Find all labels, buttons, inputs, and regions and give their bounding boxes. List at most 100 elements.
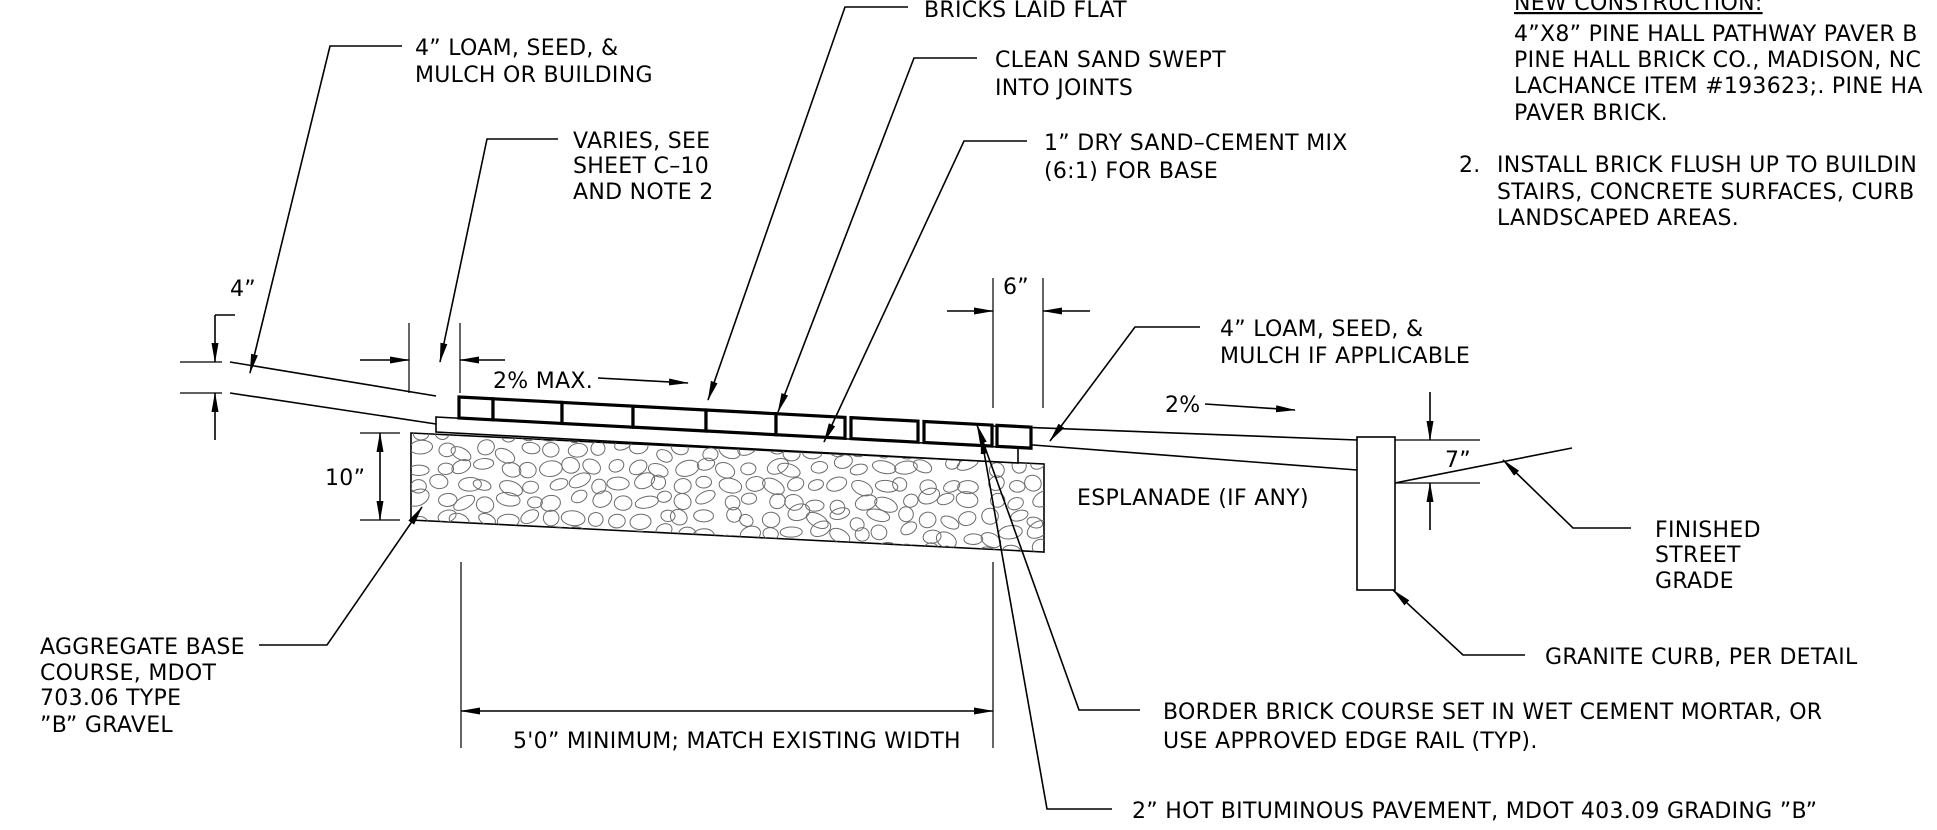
gravel-stone: [411, 439, 434, 455]
gravel-stone: [912, 459, 933, 474]
gravel-stone: [437, 462, 455, 476]
gravel-stone: [631, 545, 653, 552]
dimension-width: 5'0” MINIMUM; MATCH EXISTING WIDTH: [460, 562, 994, 754]
gravel-stone: [1026, 520, 1044, 539]
gravel-stone: [1024, 474, 1042, 492]
gravel-stone: [411, 547, 426, 552]
dimension-6in: 6”: [947, 275, 1090, 408]
slope-2-label: 2%: [1165, 393, 1201, 418]
note1-line2: PINE HALL BRICK CO., MADISON, NC: [1514, 48, 1921, 73]
gravel-stone: [590, 440, 606, 456]
gravel-stone: [583, 533, 604, 547]
brick-paver: [995, 423, 1033, 450]
gravel-stone: [438, 492, 458, 507]
gravel-stone: [603, 549, 626, 552]
gravel-stone: [434, 549, 459, 552]
leader-border-brick: [976, 424, 1140, 711]
leader-clean-sand: [777, 57, 977, 413]
gravel-stone: [429, 473, 449, 490]
leader-loam-right: [1049, 326, 1200, 442]
label-finished-2: STREET: [1655, 543, 1741, 568]
brick-paver: [922, 419, 994, 448]
gravel-stone: [675, 459, 700, 477]
gravel-stone: [549, 478, 569, 491]
gravel-stone: [570, 489, 588, 504]
note1-line3: LACHANCE ITEM #193623;. PINE HA: [1514, 74, 1923, 99]
gravel-stone: [611, 531, 628, 546]
leader-aggregate: [259, 506, 423, 646]
gravel-stone: [898, 506, 914, 523]
gravel-stone: [527, 496, 543, 509]
gravel-stone: [696, 457, 716, 471]
label-border-2: USE APPROVED EDGE RAIL (TYP).: [1163, 729, 1538, 754]
gravel-stone: [1009, 480, 1026, 493]
gravel-stone: [495, 491, 521, 507]
gravel-stone: [477, 439, 495, 456]
gravel-stone: [506, 542, 524, 552]
gravel-stone: [613, 495, 633, 511]
gravel-stone: [505, 530, 521, 545]
gravel-stone: [849, 463, 868, 476]
gravel-stone: [769, 493, 786, 510]
gravel-stone: [918, 487, 941, 505]
gravel-stone: [520, 544, 537, 552]
gravel-stone: [805, 511, 829, 530]
gravel-stone: [740, 462, 757, 476]
gravel-stone: [894, 460, 918, 475]
label-finished-3: GRADE: [1655, 569, 1734, 594]
gravel-stone: [762, 477, 785, 496]
gravel-stone: [608, 513, 626, 529]
gravel-stone: [458, 477, 482, 492]
gravel-stone: [542, 442, 560, 458]
gravel-stone: [1032, 489, 1044, 508]
dim-7in-label: 7”: [1445, 448, 1471, 473]
gravel-stone: [438, 442, 456, 458]
gravel-stone: [739, 513, 754, 527]
gravel-stone: [540, 494, 561, 512]
gravel-stone: [936, 492, 955, 506]
gravel-stone: [854, 494, 878, 511]
label-bricks-laid-flat: BRICKS LAID FLAT: [924, 0, 1127, 23]
gravel-stone: [918, 511, 937, 529]
gravel-stone: [499, 480, 523, 497]
note2-line3: LANDSCAPED AREAS.: [1497, 206, 1739, 231]
gravel-stone: [810, 544, 833, 552]
gravel-stone: [568, 472, 591, 489]
dimension-7in: 7”: [1395, 392, 1480, 530]
esplanade-grade-bottom-line: [1019, 443, 1358, 471]
gravel-stone: [435, 527, 454, 544]
gravel-stone: [660, 509, 676, 523]
note2-number: 2.: [1459, 153, 1481, 178]
callouts: BRICKS LAID FLAT CLEAN SAND SWEPT INTO J…: [40, 0, 1858, 824]
gravel-stone: [414, 525, 432, 543]
label-finished-1: FINISHED: [1655, 518, 1761, 543]
gravel-stone: [456, 530, 473, 544]
gravel-stone: [582, 458, 601, 475]
slope-indicators: 2% MAX. 2%: [493, 369, 1296, 418]
gravel-stone: [715, 461, 736, 479]
label-clean-sand-1: CLEAN SAND SWEPT: [995, 48, 1226, 73]
gravel-stone: [560, 510, 586, 527]
label-aggregate-1: AGGREGATE BASE: [40, 635, 245, 660]
brick-paver: [849, 415, 920, 444]
label-dry-sand-1: 1” DRY SAND–CEMENT MIX: [1044, 131, 1348, 156]
notes-heading: NEW CONSTRUCTION:: [1514, 0, 1763, 16]
gravel-stone: [851, 479, 873, 497]
gravel-stone: [957, 480, 979, 495]
gravel-stone: [561, 456, 580, 474]
gravel-stone: [871, 460, 897, 475]
label-loam-right-2: MULCH IF APPLICABLE: [1220, 344, 1470, 369]
esplanade-grade-line: [991, 425, 1358, 441]
gravel-stone: [669, 508, 688, 526]
leader-granite-curb: [1392, 589, 1525, 656]
gravel-stone: [981, 507, 999, 525]
gravel-stone: [826, 476, 848, 492]
gravel-stone: [990, 492, 1006, 508]
label-dry-sand-2: (6:1) FOR BASE: [1044, 159, 1218, 184]
dimension-4in-left: 4”: [180, 277, 256, 440]
gravel-stone: [411, 488, 430, 507]
gravel-stone: [520, 509, 540, 525]
label-loam-top-2: MULCH OR BUILDING: [415, 63, 653, 88]
gravel-stone: [545, 548, 567, 552]
